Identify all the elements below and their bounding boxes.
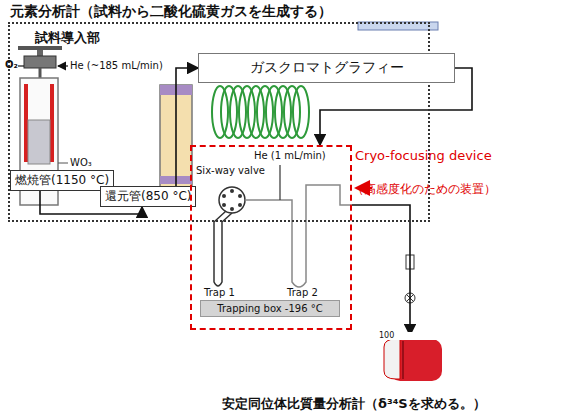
tube-label: 燃焼管(1150 °C) bbox=[10, 170, 114, 191]
part-label: 試料導入部 bbox=[35, 30, 100, 46]
node-text: Trapping box -196 °C bbox=[205, 303, 335, 314]
node-text: 安定同位体比質量分析計（δ³⁴Sを求める。） bbox=[222, 395, 284, 411]
tube-label: 還元管(850 °C) bbox=[100, 186, 196, 207]
node-text: Cryo-focusing device bbox=[355, 148, 513, 163]
part-label: Six-way valve bbox=[196, 165, 265, 177]
spectrometer-shape bbox=[382, 335, 444, 383]
node-text: 元素分析計（試料から二酸化硫黄ガスを生成する） bbox=[10, 3, 428, 21]
mass-spectrometer: 100安定同位体比質量分析計（δ³⁴Sを求める。） bbox=[382, 335, 444, 383]
instrument-box: ガスクロマトグラフィー bbox=[198, 53, 455, 83]
node-text: ガスクロマトグラフィー bbox=[250, 59, 404, 77]
column-coil bbox=[293, 86, 309, 138]
part-label: Trap 1 bbox=[204, 287, 235, 299]
part-label: Trap 2 bbox=[287, 287, 318, 299]
node-text: 燃焼管(1150 °C) bbox=[15, 172, 109, 189]
flow-arrow bbox=[352, 205, 410, 335]
part-label: He (1 mL/min) bbox=[254, 150, 326, 162]
part-label: He (~185 mL/min) bbox=[70, 60, 163, 72]
flow-arrow bbox=[176, 68, 198, 186]
trapping-box: Trapping box -196 °C bbox=[200, 300, 340, 317]
node-text: 100 bbox=[378, 332, 440, 340]
node-text: （高感度化のための装置） bbox=[352, 181, 510, 198]
part-label: O₂ bbox=[5, 59, 18, 71]
part-label: WO₃ bbox=[70, 157, 92, 169]
node-text: 還元管(850 °C) bbox=[105, 188, 191, 205]
